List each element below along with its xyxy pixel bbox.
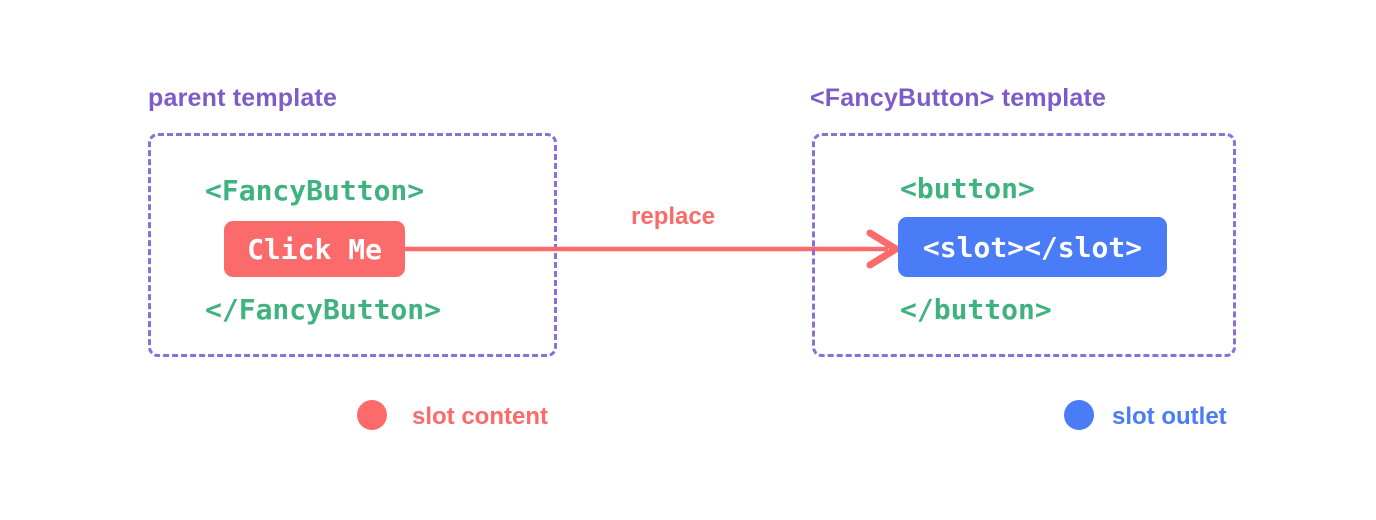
parent-close-tag: </FancyButton> [205,293,442,326]
slot-outlet-legend-label: slot outlet [1112,403,1227,430]
replace-arrow-label: replace [631,203,716,230]
slot-content-legend-label: slot content [412,403,548,430]
slot-outlet-box: <slot></slot> [898,217,1167,277]
replace-arrow-icon [401,229,900,269]
button-open-tag: <button> [900,172,1035,205]
slot-content-dot-icon [357,400,387,430]
fancybutton-template-box [812,133,1236,357]
parent-template-title: parent template [148,84,338,112]
fancybutton-template-title: <FancyButton> template [810,84,1107,112]
parent-open-tag: <FancyButton> [205,174,425,207]
slot-outlet-dot-icon [1064,400,1094,430]
parent-template-box [148,133,557,357]
button-close-tag: </button> [900,293,1052,326]
slot-content-button: Click Me [224,221,405,277]
